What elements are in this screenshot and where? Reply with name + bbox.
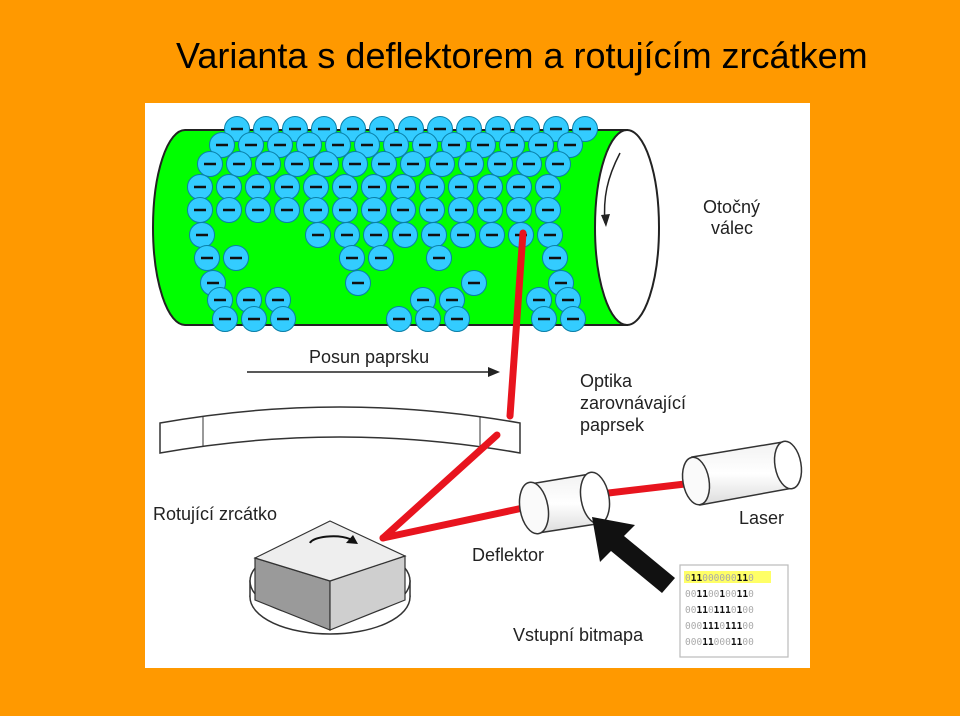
bitmap-row-3: 000111011100 [685, 621, 754, 632]
input-bitmap: 011000000110 001100100110 001101110100 0001… [679, 564, 789, 658]
charge-grid [187, 116, 598, 332]
label-deflector: Deflektor [472, 545, 544, 565]
laser-end-face [681, 456, 711, 506]
rotation-arrowhead-icon [601, 214, 610, 227]
bitmap-row-1: 001100100110 [685, 589, 754, 600]
mirror-rotation-arrow-icon [309, 535, 351, 544]
bitmap-row-4: 000110001100 [685, 637, 754, 648]
label-mirror: Rotující zrcátko [153, 504, 277, 524]
laser-beam-from-deflector [379, 504, 527, 542]
bitmap-highlight-row [684, 571, 771, 583]
alignment-optics-lens [159, 406, 521, 454]
slide-title: Varianta s deflektorem a rotujícím zrcát… [176, 35, 868, 76]
laser-beam-source [596, 480, 689, 498]
laser-beam-to-lens [379, 431, 501, 542]
deflector-unit [518, 471, 611, 535]
bitmap-to-deflector-arrow-icon [592, 517, 675, 593]
bitmap-row-0: 011000000110 [685, 573, 754, 584]
rotating-drum [152, 129, 660, 326]
label-beam-shift: Posun paprsku [309, 347, 429, 367]
rotating-mirror [249, 520, 411, 635]
label-optics-line2: zarovnávající [580, 393, 686, 413]
laser-unit [681, 440, 803, 506]
drum-end-face [594, 129, 660, 326]
label-bitmap: Vstupní bitmapa [513, 625, 644, 645]
label-drum-line1: Otočný [703, 197, 760, 217]
label-optics-line1: Optika [580, 371, 633, 391]
printer-diagram: 011000000110 001100100110 001101110100 0001… [145, 103, 810, 668]
drum-body [152, 129, 628, 326]
mirror-block-top [253, 520, 407, 582]
deflector-end-face [518, 481, 550, 535]
label-drum-line2: válec [711, 218, 753, 238]
laser-beam-upper [506, 229, 527, 420]
label-laser: Laser [739, 508, 784, 528]
beam-shift-arrowhead-icon [488, 367, 500, 377]
label-optics-line3: paprsek [580, 415, 645, 435]
bitmap-row-2: 001101110100 [685, 605, 754, 616]
